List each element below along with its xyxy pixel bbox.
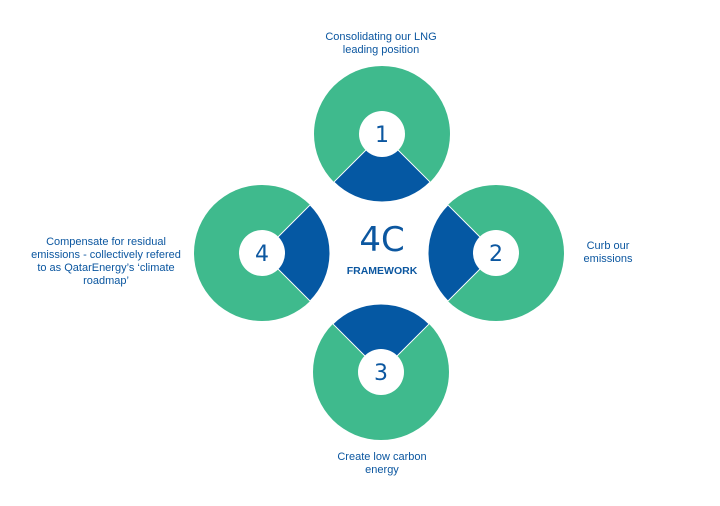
number-badge [359,111,405,157]
pillar-3-circle: 3 [313,303,449,440]
pillar-1-label: Consolidating our LNG leading position [325,31,437,56]
number-badge [473,230,519,276]
framework-subtitle: FRAMEWORK [346,265,418,277]
number-badge [239,230,285,276]
number-badge [358,349,404,395]
ring-blue-segment [332,303,430,373]
pillar-number: 4 [255,242,269,267]
ring-blue-segment [333,133,431,203]
pillar-number: 1 [375,123,389,148]
pillar-1-circle: 1 [314,66,450,203]
pillar-4-label: Compensate for residual emissions - coll… [31,236,181,287]
ring-blue-segment [427,204,497,302]
pillar-4-circle: 4 [194,185,331,321]
framework-title: 4C [359,220,405,260]
pillar-number: 3 [374,361,388,386]
pillar-2-label: Curb our emissions [583,240,633,265]
ring-blue-segment [261,204,331,302]
pillar-3-label: Create low carbon energy [337,451,427,476]
pillar-2-circle: 2 [427,185,564,321]
pillar-number: 2 [489,242,503,267]
